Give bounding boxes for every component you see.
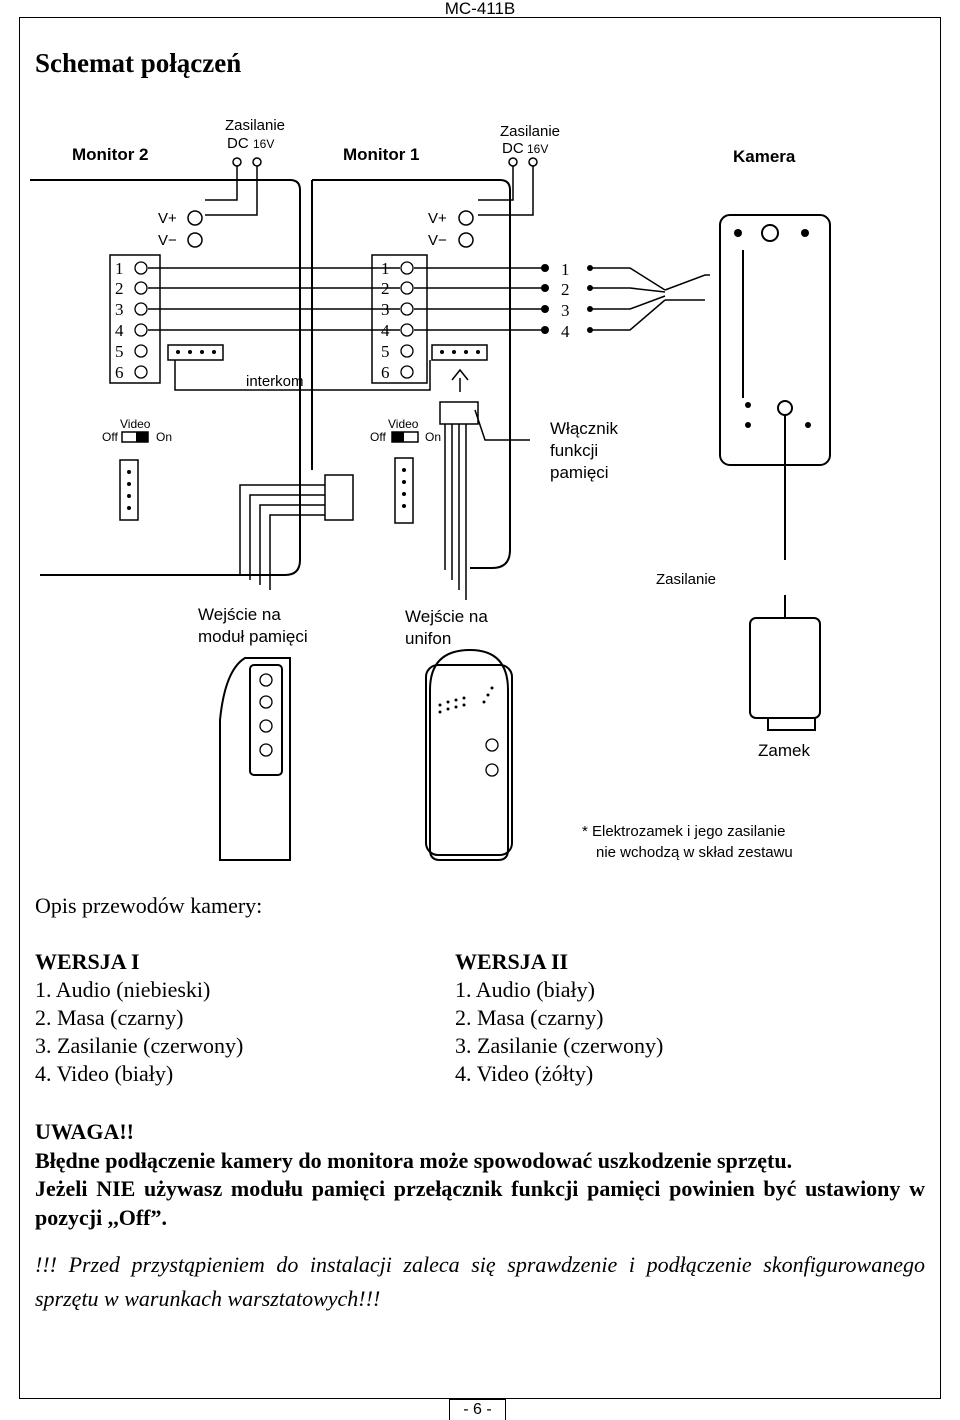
version2-title: WERSJA II — [455, 949, 569, 974]
wires-heading: Opis przewodów kamery: — [35, 893, 263, 918]
off-label-m1: Off — [370, 430, 386, 444]
document-id: MC-411B — [444, 0, 516, 18]
warning-block: UWAGA!! Błędne podłączenie kamery do mon… — [35, 1118, 925, 1232]
video-label-m2: Video — [120, 417, 151, 431]
voltage-label-m1: 16V — [527, 142, 548, 156]
on-label-m1: On — [425, 430, 441, 444]
memory-switch-line1: Włącznik — [550, 419, 619, 438]
camera-wire-3: 3 — [561, 301, 570, 320]
off-label-m2: Off — [102, 430, 118, 444]
power-label-m2: Zasilanie — [225, 117, 285, 134]
workshop-note: !!! Przed przystąpieniem do instalacji z… — [35, 1252, 925, 1311]
footnote-line1: * Elektrozamek i jego zasilanie — [582, 823, 785, 840]
camera-label: Kamera — [733, 147, 796, 166]
terminal-m1-2: 2 — [381, 279, 390, 298]
vminus-label-m1: V− — [428, 232, 447, 249]
terminal-m2-4: 4 — [115, 321, 124, 340]
camera-wire-1: 1 — [561, 260, 570, 279]
page-number-box — [449, 1399, 506, 1420]
handset-input-line2: unifon — [405, 629, 451, 648]
version1-item-2: 2. Masa (czarny) — [35, 1005, 184, 1030]
dc-label-m2: DC — [227, 135, 249, 152]
camera-wire-2: 2 — [561, 280, 570, 299]
lock-power-label: Zasilanie — [656, 571, 716, 588]
memory-switch-line2: funkcji — [550, 441, 598, 460]
terminal-m2-5: 5 — [115, 342, 124, 361]
monitor1-label: Monitor 1 — [343, 145, 420, 164]
memory-input-line2: moduł pamięci — [198, 627, 308, 646]
page-number: - 6 - — [463, 1401, 492, 1418]
vplus-label-m1: V+ — [428, 210, 447, 227]
vplus-label-m2: V+ — [158, 210, 177, 227]
version1-item-3: 3. Zasilanie (czerwony) — [35, 1033, 244, 1058]
version1-item-4: 4. Video (biały) — [35, 1061, 174, 1086]
footnote-line2: nie wchodzą w skład zestawu — [596, 844, 793, 861]
version2-item-1: 1. Audio (biały) — [455, 977, 595, 1002]
terminal-m2-3: 3 — [115, 300, 124, 319]
terminal-m2-2: 2 — [115, 279, 124, 298]
dc-label-m1: DC — [502, 140, 524, 157]
camera-wire-4: 4 — [561, 322, 570, 341]
memory-input-line1: Wejście na — [198, 605, 281, 624]
terminal-m2-1: 1 — [115, 259, 124, 278]
terminal-m1-1: 1 — [381, 259, 390, 278]
video-label-m1: Video — [388, 417, 419, 431]
power-label-m1: Zasilanie — [500, 123, 560, 140]
version2-item-2: 2. Masa (czarny) — [455, 1005, 604, 1030]
terminal-m1-5: 5 — [381, 342, 390, 361]
vminus-label-m2: V− — [158, 232, 177, 249]
warning-line-1: Błędne podłączenie kamery do monitora mo… — [35, 1147, 793, 1173]
handset-input-line1: Wejście na — [405, 607, 488, 626]
version1-item-1: 1. Audio (niebieski) — [35, 977, 211, 1002]
version2-item-3: 3. Zasilanie (czerwony) — [455, 1033, 664, 1058]
warning-line-2: Jeżeli NIE używasz modułu pamięci przełą… — [35, 1176, 925, 1230]
monitor2-label: Monitor 2 — [72, 145, 149, 164]
memory-switch-line3: pamięci — [550, 463, 609, 482]
on-label-m2: On — [156, 430, 172, 444]
terminal-m2-6: 6 — [115, 363, 124, 382]
warning-head: UWAGA!! — [35, 1119, 134, 1144]
terminal-m1-3: 3 — [381, 300, 390, 319]
voltage-label-m2: 16V — [253, 137, 274, 151]
terminal-m1-4: 4 — [381, 321, 390, 340]
version2-item-4: 4. Video (żółty) — [455, 1061, 594, 1086]
page-title: Schemat połączeń — [35, 48, 242, 78]
version1-title: WERSJA I — [35, 949, 140, 974]
terminal-m1-6: 6 — [381, 363, 390, 382]
lock-label: Zamek — [758, 741, 810, 760]
wiring-diagram: Monitor 2 Monitor 1 Kamera Zasilanie DC … — [30, 117, 831, 861]
interkom-label: interkom — [246, 373, 304, 390]
page-frame — [19, 17, 941, 1399]
